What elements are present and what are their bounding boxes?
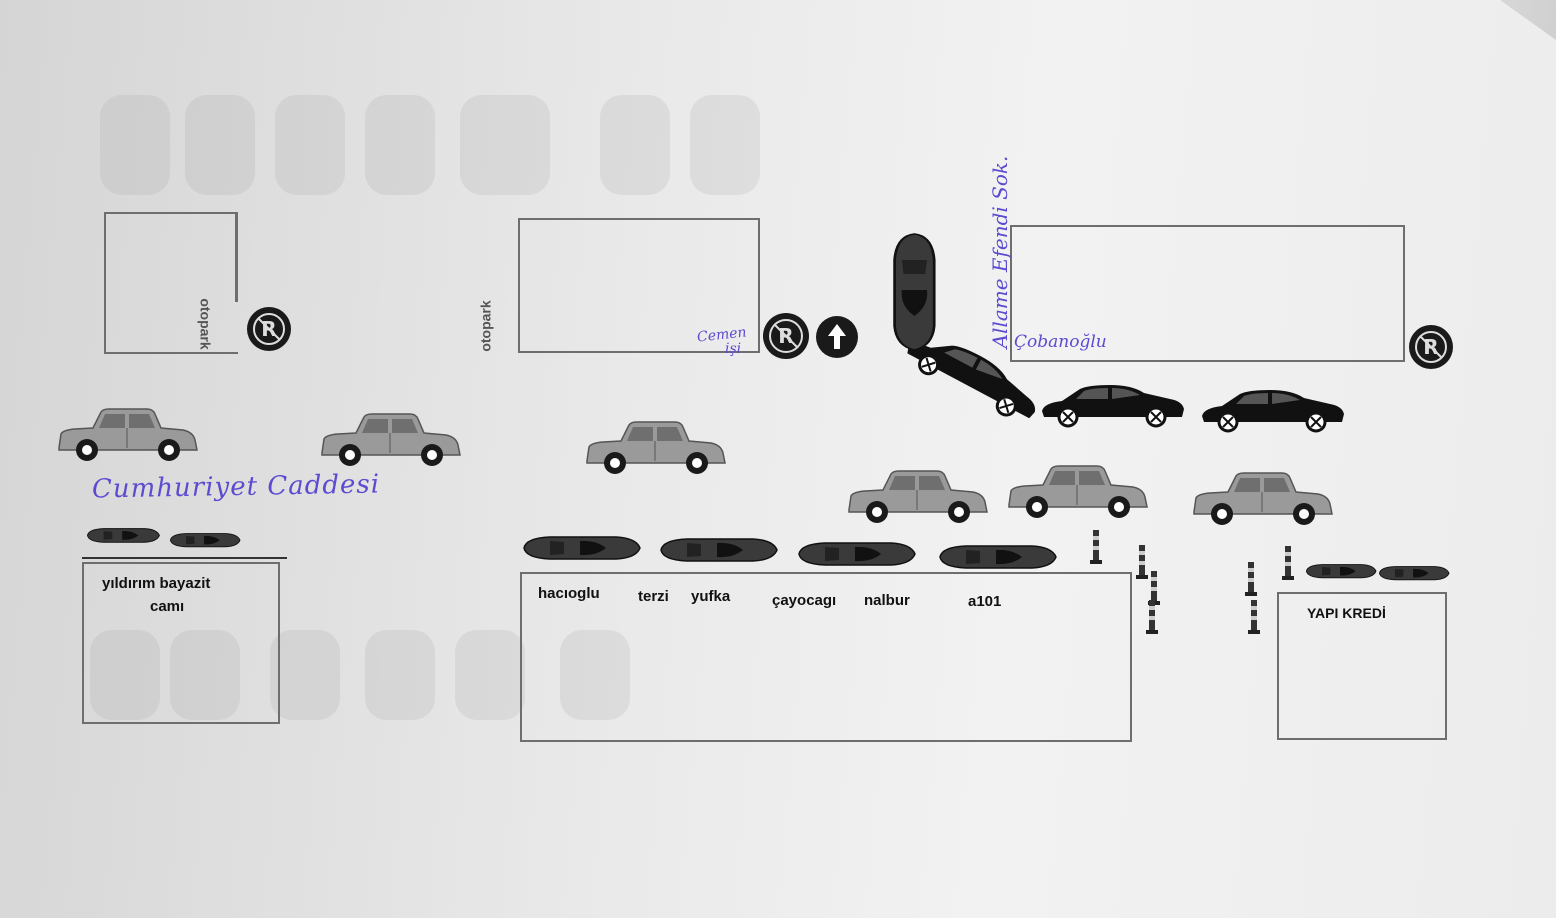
classic-car-icon bbox=[55, 408, 201, 464]
shop-label-terzi: terzi bbox=[638, 588, 669, 605]
bollard-icon bbox=[1282, 546, 1294, 580]
building-shops bbox=[520, 572, 1132, 742]
building-otopark-left bbox=[104, 212, 238, 354]
sports-car-top-icon bbox=[892, 230, 936, 354]
shop-label-hacioglu: hacıoglu bbox=[538, 585, 600, 602]
parking-circle-icon: R bbox=[246, 306, 292, 352]
street-label-side: Allame Efendi Sok. bbox=[988, 155, 1012, 349]
mosque-label-line1: yıldırım bayazit bbox=[102, 575, 211, 592]
parking-circle-icon: R bbox=[1408, 324, 1454, 370]
classic-car-icon bbox=[1190, 472, 1336, 528]
sports-car-top-icon bbox=[1304, 564, 1378, 580]
cobanoglu-label: Çobanoğlu bbox=[1014, 332, 1107, 352]
sports-car-top-icon bbox=[795, 542, 919, 568]
building-mosque bbox=[82, 562, 280, 724]
sports-car-top-icon bbox=[657, 538, 781, 564]
otopark-logo-center: otopark bbox=[477, 300, 494, 352]
mosque-label-line2: camı bbox=[150, 598, 185, 615]
sports-car-top-icon bbox=[168, 533, 242, 549]
building-cobanoglu bbox=[1010, 225, 1405, 362]
bollard-icon bbox=[1090, 530, 1102, 564]
otopark-logo-left: otopark bbox=[197, 298, 214, 350]
shop-label-yufka: yufka bbox=[691, 588, 731, 605]
sedan-car-icon bbox=[1200, 388, 1346, 434]
classic-car-icon bbox=[318, 413, 464, 469]
street-label-main: Cumhuriyet Caddesi bbox=[91, 469, 381, 505]
sports-car-top-icon bbox=[520, 536, 644, 562]
shop-label-cayocagi: çayocagı bbox=[772, 592, 837, 609]
bollard-icon bbox=[1245, 562, 1257, 596]
mosque-top-line bbox=[82, 557, 287, 559]
parking-circle-icon: R bbox=[762, 312, 810, 360]
building-otopark-left-right-edge bbox=[235, 212, 238, 302]
arrow-up-circle-icon bbox=[815, 315, 859, 359]
shop-label-a101: a101 bbox=[968, 593, 1002, 610]
bollard-icon bbox=[1248, 600, 1260, 634]
sports-car-top-icon bbox=[1377, 566, 1451, 582]
sports-car-top-icon bbox=[85, 528, 162, 544]
classic-car-icon bbox=[1005, 465, 1151, 521]
classic-car-icon bbox=[845, 470, 991, 526]
bollard-icon bbox=[1146, 600, 1158, 634]
sports-car-top-icon bbox=[936, 545, 1060, 571]
sedan-car-icon bbox=[1040, 383, 1186, 429]
shop-label-nalbur: nalbur bbox=[864, 592, 910, 609]
isi-label: işi bbox=[725, 341, 742, 357]
building-otopark-center bbox=[518, 218, 760, 353]
classic-car-icon bbox=[583, 421, 729, 477]
building-bank bbox=[1277, 592, 1447, 740]
bollard-icon bbox=[1136, 545, 1148, 579]
bank-label: YAPI KREDİ bbox=[1307, 605, 1386, 621]
